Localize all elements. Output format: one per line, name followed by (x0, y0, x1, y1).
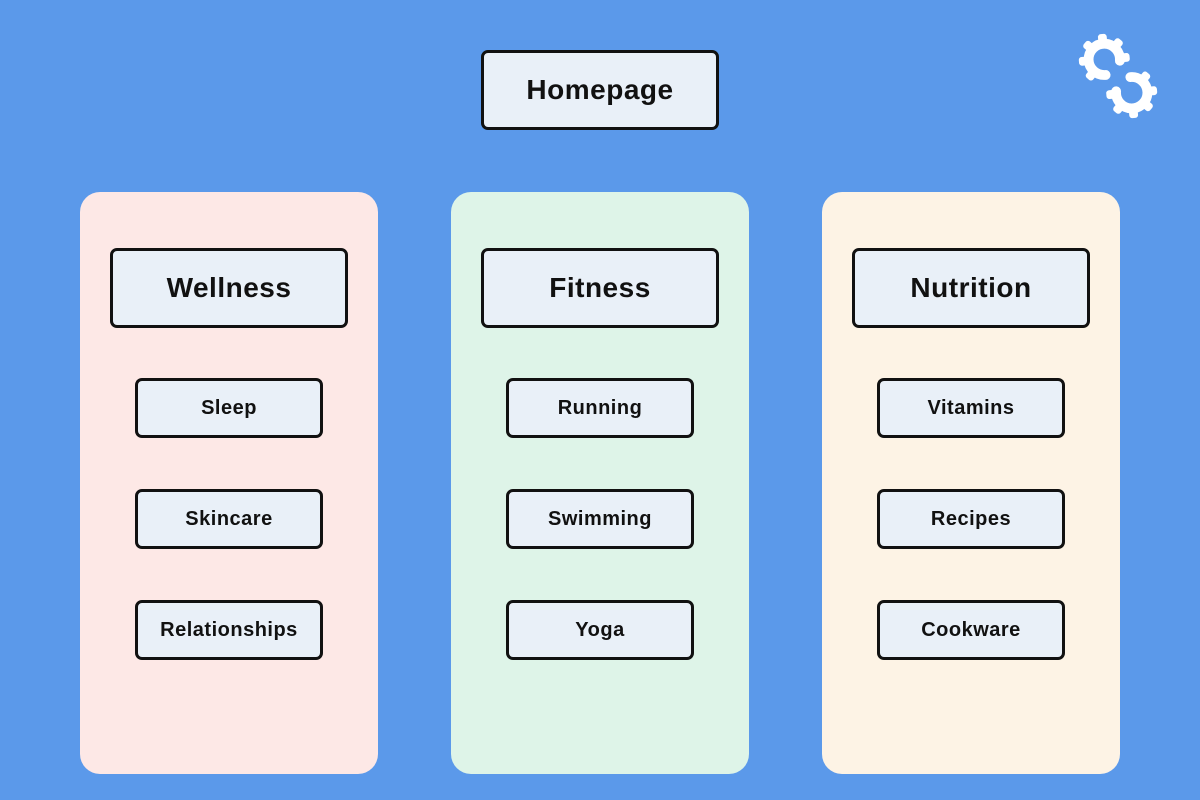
category-node-fitness[interactable]: Fitness (481, 248, 719, 328)
subpage-label: Sleep (201, 396, 257, 419)
subpage-node-vitamins[interactable]: Vitamins (877, 378, 1065, 438)
subpage-label: Running (557, 396, 643, 419)
category-label: Fitness (549, 272, 651, 303)
subpage-label: Relationships (160, 618, 298, 641)
subpage-node-swimming[interactable]: Swimming (506, 489, 694, 549)
category-card-fitness: Fitness Running Swimming Yoga (451, 192, 749, 774)
subpage-label: Recipes (930, 507, 1012, 530)
subpage-node-recipes[interactable]: Recipes (877, 489, 1065, 549)
category-node-wellness[interactable]: Wellness (110, 248, 348, 328)
subpage-node-yoga[interactable]: Yoga (506, 600, 694, 660)
subpage-node-skincare[interactable]: Skincare (135, 489, 323, 549)
homepage-label: Homepage (526, 74, 674, 105)
subpage-node-running[interactable]: Running (506, 378, 694, 438)
subpage-label: Cookware (921, 618, 1021, 641)
category-label: Wellness (166, 272, 292, 303)
category-node-nutrition[interactable]: Nutrition (852, 248, 1090, 328)
subpage-label: Swimming (547, 507, 652, 530)
homepage-node[interactable]: Homepage (481, 50, 719, 130)
category-label: Nutrition (910, 272, 1032, 303)
subpage-label: Skincare (185, 507, 273, 530)
subpage-node-relationships[interactable]: Relationships (135, 600, 323, 660)
subpage-node-cookware[interactable]: Cookware (877, 600, 1065, 660)
subpage-label: Yoga (575, 618, 625, 641)
gears-logo-icon (1072, 30, 1164, 124)
subpage-node-sleep[interactable]: Sleep (135, 378, 323, 438)
subpage-label: Vitamins (927, 396, 1015, 419)
category-card-nutrition: Nutrition Vitamins Recipes Cookware (822, 192, 1120, 774)
category-card-wellness: Wellness Sleep Skincare Relationships (80, 192, 378, 774)
